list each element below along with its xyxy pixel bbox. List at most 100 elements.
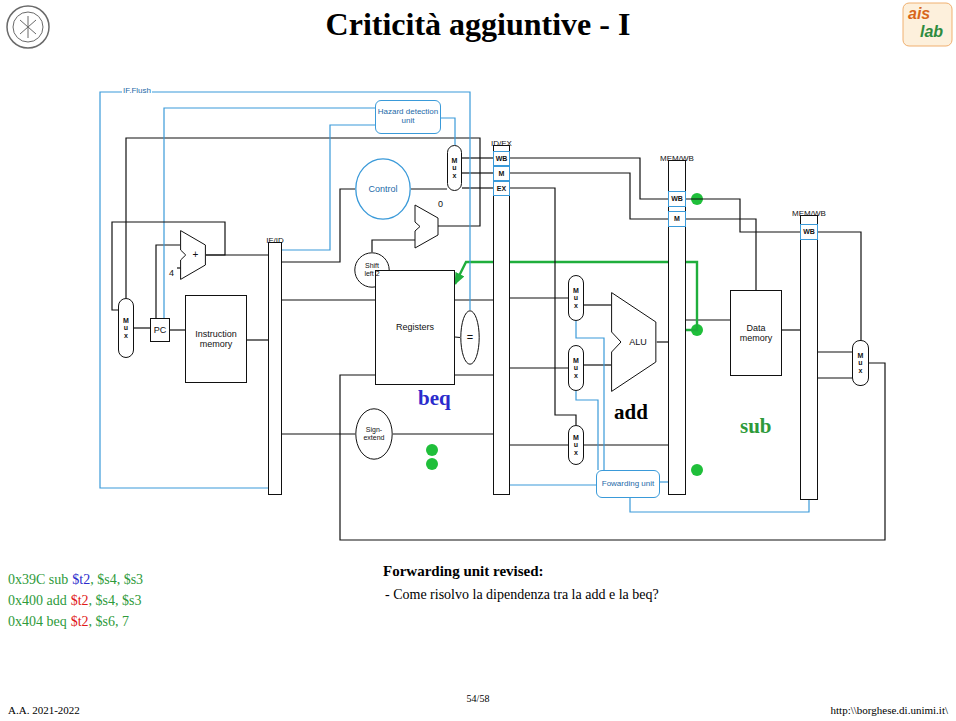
wire: [462, 157, 493, 158]
node-label: Mux: [573, 434, 580, 456]
code-token: , $s6, 7: [89, 614, 129, 629]
node-label: Fowarding unit: [602, 480, 654, 489]
forwarding-unit: Fowarding unit: [596, 470, 660, 498]
wire: [455, 374, 493, 375]
control-field: M: [493, 166, 510, 181]
signal-label-box: IF.Flush: [122, 79, 152, 97]
sign-extend-unit: Sign-extend: [355, 408, 393, 460]
node-label: Registers: [396, 322, 434, 332]
pc-register: PC: [150, 318, 170, 342]
node-label: Mux: [857, 352, 864, 374]
code-token: , $s4, $s3: [89, 593, 142, 608]
wire: [510, 188, 576, 425]
note-heading-box: Forwarding unit revised:: [383, 562, 544, 580]
wire: [462, 172, 493, 173]
note-heading: Forwarding unit revised:: [383, 563, 544, 579]
ellipse-shape: [356, 409, 392, 459]
wire: [510, 367, 568, 368]
wire: [206, 254, 268, 255]
wire: [372, 240, 415, 252]
control-field: WB: [493, 151, 510, 166]
instruction-memory: Instruction memory: [185, 295, 247, 383]
wire: [156, 245, 180, 318]
code-token: , $s4, $s3: [90, 572, 143, 587]
register-heading: MEM/WB: [792, 209, 826, 218]
code-token-box: $t2: [71, 591, 89, 609]
control-unit: Control: [355, 158, 411, 220]
node-label: ALU: [629, 337, 647, 347]
wire: [818, 232, 861, 340]
stage-instruction-box: sub: [740, 414, 772, 438]
code-token: 0x400 add: [8, 593, 67, 608]
node-label: =: [467, 331, 473, 343]
code-token-box: 0x400 add: [8, 591, 67, 609]
highlight-dot: [426, 458, 438, 470]
control-field: WB: [668, 191, 686, 207]
wire: [510, 444, 568, 445]
wire: [630, 498, 809, 512]
stage-instruction-box: beq: [418, 386, 451, 410]
code-token-box: 0x404 beq: [8, 612, 67, 630]
wire: [462, 187, 493, 188]
constant-value-box: 0: [438, 193, 443, 211]
node-label: Control: [368, 184, 397, 194]
mux: Mux: [852, 340, 869, 386]
node-label: WB: [671, 195, 683, 203]
code-token: 0x404 beq: [8, 614, 67, 629]
logo-text-box: ais: [908, 5, 930, 23]
pipeline-register: ID/EXWBMEX: [493, 145, 510, 495]
title-box: Criticità aggiuntive - I: [0, 6, 956, 43]
page-number-box: 54/58: [467, 688, 490, 706]
code-token: $t2: [72, 572, 90, 587]
comparator: =: [460, 310, 480, 365]
wire: [247, 339, 268, 340]
node-label: Instruction memory: [188, 329, 245, 349]
logo-text: ais: [908, 5, 930, 22]
control-field: EX: [493, 181, 510, 196]
node-label: M: [499, 170, 505, 178]
wire: [686, 199, 800, 232]
register-heading-box: IF/ID: [266, 229, 283, 247]
pipeline-register: MEM/WBWB: [800, 215, 818, 500]
data-memory: Data memory: [730, 290, 782, 376]
code-token-box: , $s4, $s3: [90, 570, 143, 588]
node-label: Shift left 2: [362, 262, 383, 278]
alu-shape: [181, 231, 206, 280]
logo-text: lab: [920, 23, 943, 40]
seal-ring: [13, 12, 43, 42]
stage-instruction-box: add: [614, 400, 648, 424]
wire: [782, 329, 800, 330]
wire: [170, 329, 185, 330]
hazard-detection-unit: Hazard detection unit: [375, 100, 441, 134]
code-token: 0x39C sub: [8, 572, 68, 587]
code-token-box: , $s6, 7: [89, 612, 129, 630]
wire: [510, 484, 596, 485]
node-label: EX: [497, 185, 506, 193]
node-label: Sign-extend: [363, 426, 385, 442]
constant-value: 0: [438, 199, 443, 209]
wire: [657, 341, 668, 342]
ellipse-shape: [461, 311, 479, 364]
node-label: Mux: [573, 287, 580, 309]
node-label: Data memory: [733, 323, 780, 343]
node-label: WB: [803, 228, 815, 236]
footer-url: http:\\borghese.di.unimi.it\: [831, 704, 948, 716]
wire: [441, 118, 455, 145]
node-label: Hazard detection unit: [378, 108, 439, 126]
wire: [282, 299, 375, 300]
wire: [584, 444, 668, 445]
code-token: $t2: [71, 593, 89, 608]
flush-signal: [100, 92, 470, 488]
university-seal: [7, 6, 49, 48]
mux: Mux: [568, 345, 584, 391]
alu-shape: [612, 293, 656, 392]
wire: [660, 481, 668, 482]
node-label: +: [192, 249, 198, 260]
mux: Mux: [447, 145, 462, 191]
highlight-dot: [691, 464, 703, 476]
pipeline-register: MEM/WBWBM: [668, 160, 686, 495]
code-token-box: $t2: [72, 570, 90, 588]
wire: [818, 351, 852, 352]
node-label: Mux: [451, 157, 458, 179]
